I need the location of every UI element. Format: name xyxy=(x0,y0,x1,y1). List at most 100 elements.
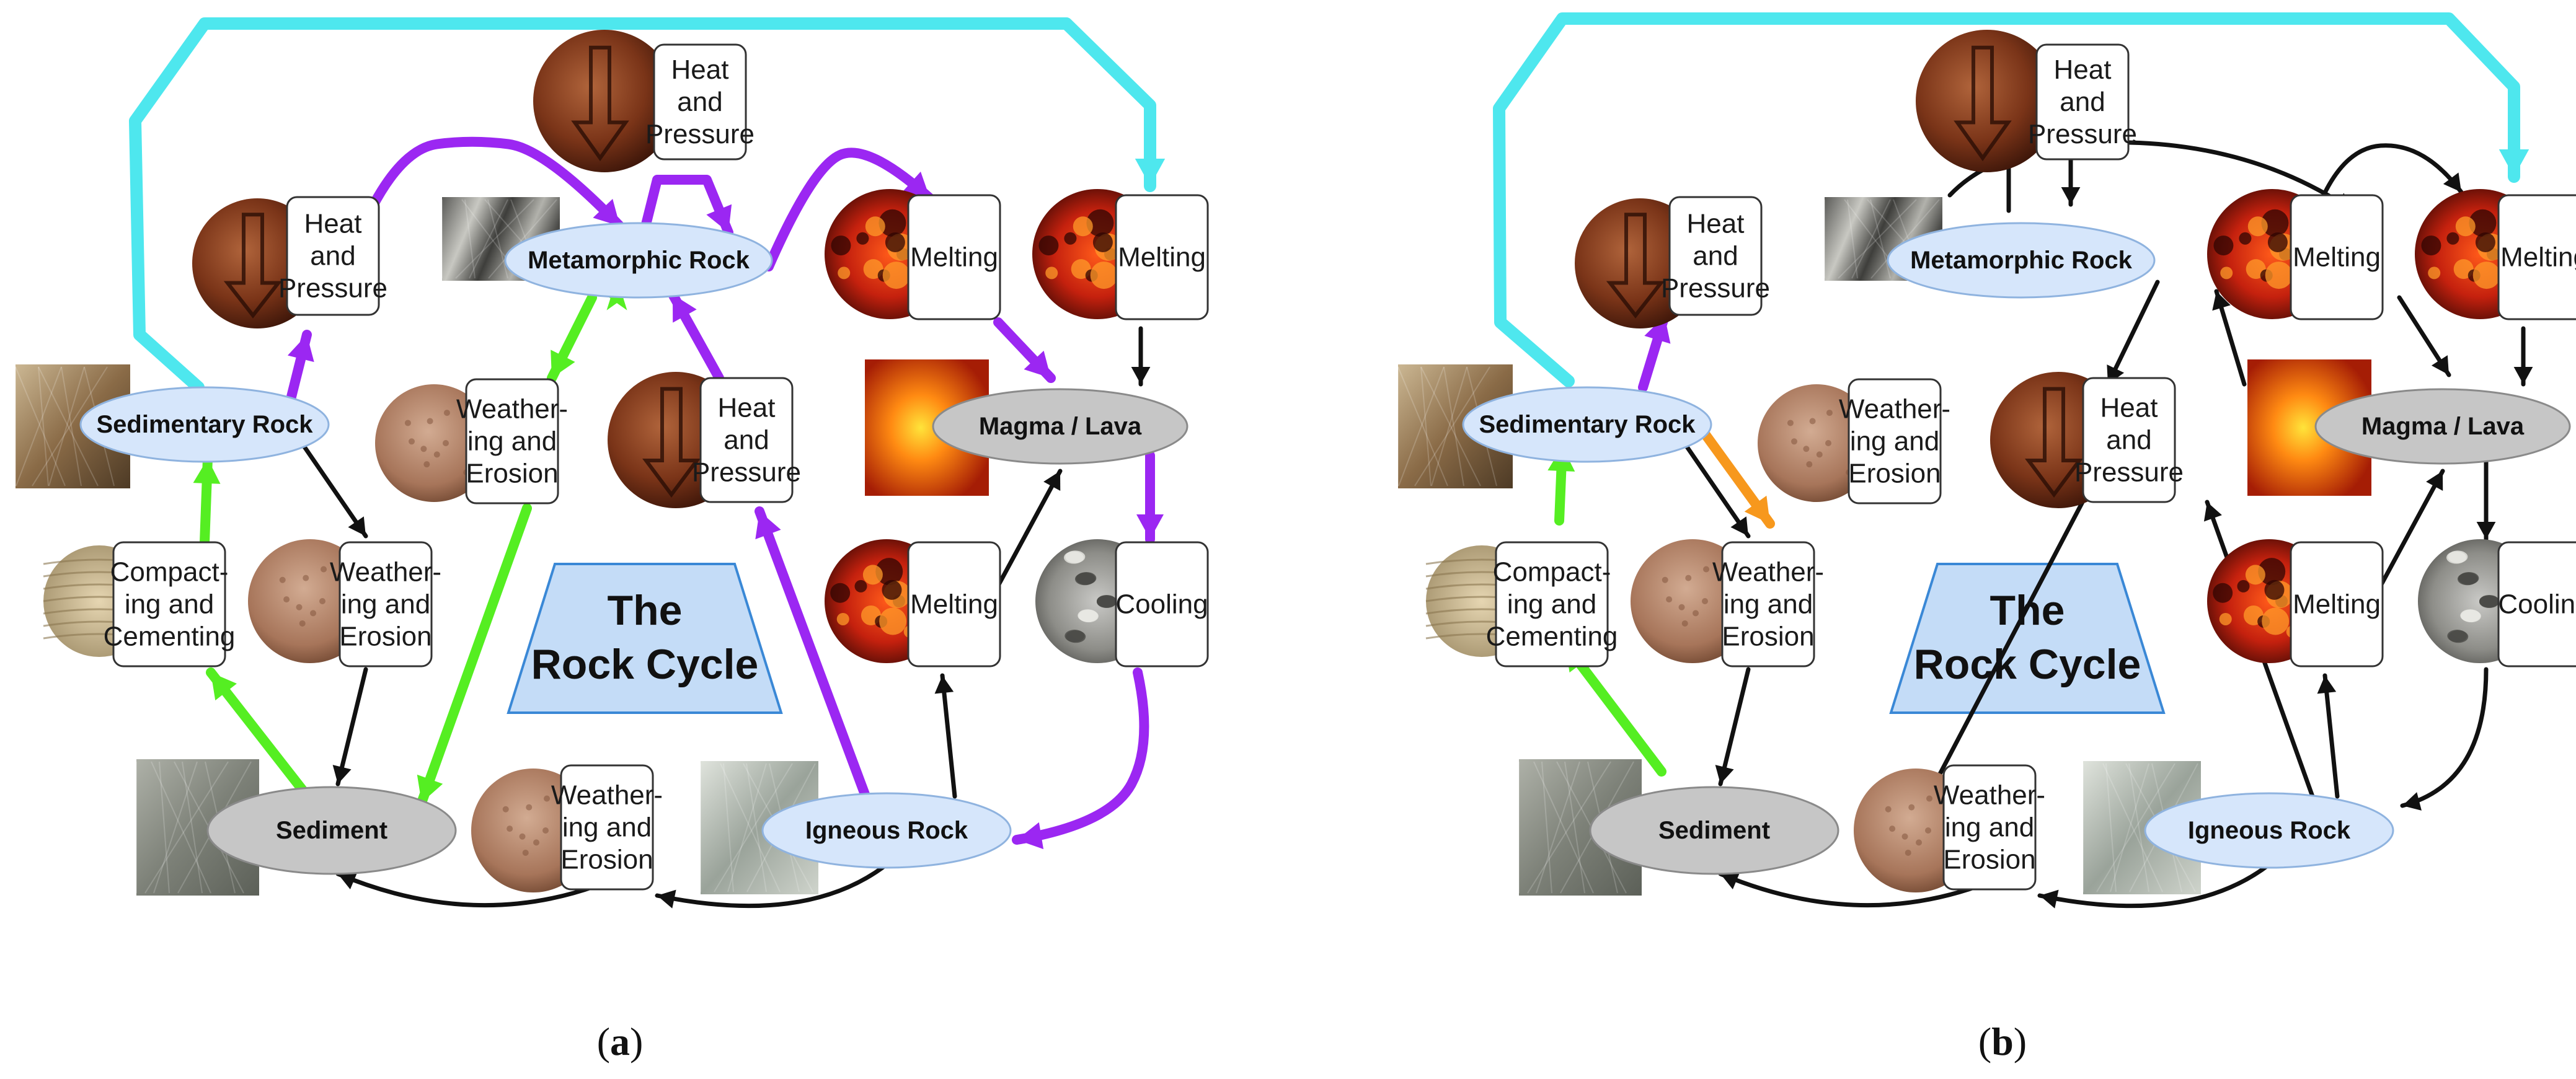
weathering-mid-box-line: ing and xyxy=(467,426,557,457)
arrow-heat-top-to-metamorphic-down xyxy=(2061,149,2081,207)
sediment-oval: Sediment xyxy=(1589,786,1839,875)
heat-left-box-line: Pressure xyxy=(278,273,387,304)
heat-top-picture xyxy=(533,30,676,172)
panel-caption-letter: a xyxy=(610,1020,630,1064)
arrow-igneous-to-melting xyxy=(934,673,957,799)
igneous-rock-oval-label: Igneous Rock xyxy=(805,817,968,844)
arrow-purple-igneous-to-heat-mid xyxy=(755,506,873,808)
magma-lava-oval: Magma / Lava xyxy=(932,388,1188,465)
metamorphic-rock-oval: Metamorphic Rock xyxy=(504,222,773,299)
arrow-sedimentary-to-weathering xyxy=(295,434,368,539)
metamorphic-rock-oval-label: Metamorphic Rock xyxy=(528,247,750,274)
arrow-purple-metamorphic-heat-top-loop xyxy=(640,175,733,237)
compacting-box-line: Cementing xyxy=(104,622,236,652)
weathering-left-box-line: Erosion xyxy=(1722,622,1814,652)
weathering-mid-box-line: Weather- xyxy=(456,394,568,425)
weathering-bottom-box-line: Erosion xyxy=(1943,845,2035,875)
melting-1-box-line: Melting xyxy=(910,242,998,273)
heat-top-box-line: and xyxy=(2060,87,2105,117)
compacting-box-line: Cementing xyxy=(1486,622,1618,652)
metamorphic-rock-oval: Metamorphic Rock xyxy=(1887,222,2156,299)
sedimentary-rock-photo xyxy=(15,364,130,488)
heat-mid-box-line: Heat xyxy=(2100,393,2158,423)
heat-top-box-line: and xyxy=(677,87,722,117)
title-line-2: Rock Cycle xyxy=(1914,641,2141,688)
weathering-mid-box-line: Weather- xyxy=(1839,394,1950,425)
arrow-weathering-bottom-to-sediment xyxy=(1718,871,1980,908)
arrow-purple-metamorphic-to-melting-1 xyxy=(764,148,935,271)
weathering-left-box-line: ing and xyxy=(1724,589,1813,620)
sediment-oval-label: Sediment xyxy=(276,817,387,844)
weathering-left-box-line: Weather- xyxy=(1712,557,1824,588)
weathering-bottom-box-line: ing and xyxy=(1945,813,2034,843)
igneous-rock-oval: Igneous Rock xyxy=(761,792,1012,869)
arrow-green-metamorphic-to-weathering-mid xyxy=(547,293,597,383)
melting-2-box-line: Melting xyxy=(1118,242,1206,273)
arrow-igneous-to-melting xyxy=(2317,673,2340,799)
arrow-melting2-to-cooling-down xyxy=(2513,326,2533,387)
weathering-bottom-box-line: Weather- xyxy=(1934,780,2045,811)
igneous-rock-oval: Igneous Rock xyxy=(2144,792,2394,869)
heat-mid-box-line: Pressure xyxy=(2074,457,2184,488)
weathering-bottom-box-line: ing and xyxy=(562,813,652,843)
arrow-orange-sedimentary-to-weathering-left xyxy=(1700,429,1775,529)
heat-mid-box-line: and xyxy=(2106,425,2151,456)
heat-left-box-line: Pressure xyxy=(1661,273,1770,304)
compacting-box-line: Compact- xyxy=(1493,557,1611,588)
compacting-box-line: ing and xyxy=(125,589,214,620)
melting-1-box: Melting xyxy=(2290,194,2384,320)
melting-low-box: Melting xyxy=(2290,541,2384,667)
arrow-cyan-sedimentary-to-melting xyxy=(1493,12,2530,387)
panel-caption: (a) xyxy=(597,1020,644,1064)
compacting-box-line: ing and xyxy=(1507,589,1596,620)
arrow-melting-to-magma xyxy=(2378,469,2445,588)
heat-top-picture xyxy=(1916,30,2058,172)
magma-lava-oval-label: Magma / Lava xyxy=(2361,413,2525,440)
magma-lava-oval-label: Magma / Lava xyxy=(979,413,1142,440)
weathering-mid-box-line: Erosion xyxy=(1848,459,1941,489)
heat-top-box-line: Pressure xyxy=(2028,119,2137,149)
arrow-metamorphic-to-weathering-mid xyxy=(2105,280,2160,387)
arrow-cyan-sedimentary-to-melting xyxy=(129,17,1166,394)
arrow-sedimentary-to-weathering xyxy=(1678,434,1751,539)
arrow-melting-to-magma xyxy=(996,469,1063,588)
melting-low-box-line: Melting xyxy=(2293,589,2381,620)
arrow-cooling-to-igneous xyxy=(2400,667,2489,811)
heat-mid-box-line: and xyxy=(724,425,769,456)
weathering-left-box-line: ing and xyxy=(341,589,430,620)
weathering-mid-box-line: Erosion xyxy=(466,459,558,489)
cooling-box-line: Cooling xyxy=(2498,589,2576,620)
heat-mid-box-line: Heat xyxy=(718,393,776,423)
weathering-left-box-line: Erosion xyxy=(339,622,432,652)
melting-low-box: Melting xyxy=(907,541,1001,667)
weathering-bottom-box-line: Erosion xyxy=(560,845,653,875)
title-line-1: The xyxy=(608,587,683,634)
arrow-igneous-to-weathering-bottom xyxy=(2037,862,2272,909)
weathering-mid-box-line: ing and xyxy=(1850,426,1939,457)
melting-2-box: Melting xyxy=(1115,194,1209,320)
arrow-igneous-to-weathering-bottom xyxy=(655,862,889,909)
arrow-melting2-to-cooling-down xyxy=(1131,326,1151,387)
arrow-purple-heat-mid-to-metamorphic xyxy=(668,289,724,383)
melting-2-box: Melting xyxy=(2497,194,2576,320)
cooling-box: Cooling xyxy=(2497,541,2576,667)
panel-caption-letter: b xyxy=(1991,1020,2014,1064)
sedimentary-rock-oval: Sedimentary Rock xyxy=(79,386,330,463)
